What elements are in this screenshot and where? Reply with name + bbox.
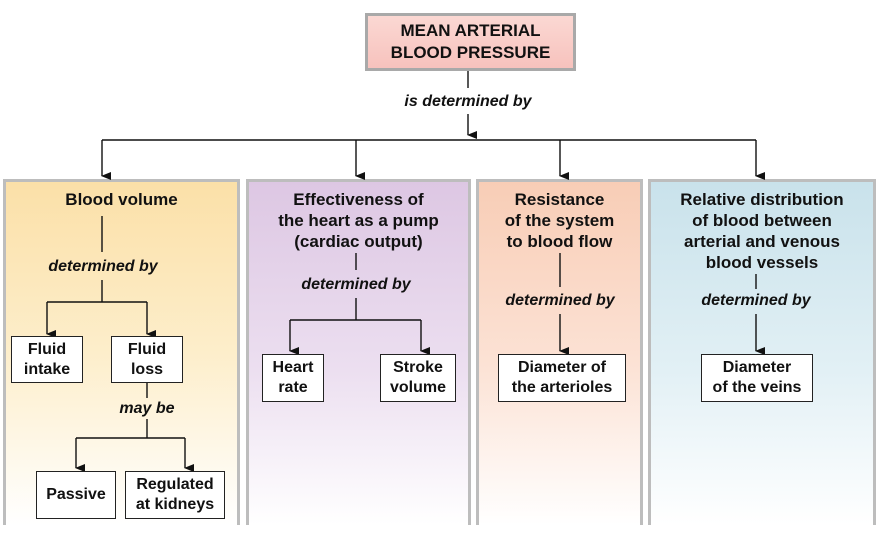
box-line: Passive — [46, 486, 106, 503]
col1-sub-connector: may be — [119, 400, 175, 417]
col2-connector: determined by — [301, 276, 411, 293]
box-line: Stroke — [393, 359, 443, 376]
col2-heading-line: Effectiveness of — [293, 190, 424, 209]
title-line-2: BLOOD PRESSURE — [390, 43, 551, 62]
regulated-at-kidneys-box: Regulated at kidneys — [125, 471, 225, 519]
top-connector-label: is determined by — [404, 93, 532, 110]
title-line-1: MEAN ARTERIAL — [400, 21, 541, 40]
col3-connector: determined by — [505, 292, 615, 309]
arterioles-box: Diameter of the arterioles — [498, 354, 626, 402]
col3-heading-line: of the system — [504, 211, 615, 230]
col2-heading-line: the heart as a pump — [278, 211, 439, 230]
box-line: Regulated — [136, 476, 214, 493]
box-line: volume — [389, 379, 446, 396]
col1-connector: determined by — [48, 258, 158, 275]
box-line: rate — [278, 379, 308, 396]
col1-heading: Blood volume — [3, 189, 240, 210]
col2-heading-line: (cardiac output) — [294, 232, 423, 251]
box-line: of the veins — [712, 379, 802, 396]
col4-connector: determined by — [701, 292, 811, 309]
box-line: intake — [23, 360, 71, 378]
box-line: Fluid — [27, 340, 67, 358]
box-line: Diameter — [722, 359, 792, 376]
box-line: Fluid — [127, 340, 167, 358]
fluid-intake-box: Fluid intake — [11, 336, 83, 383]
box-line: loss — [130, 360, 163, 378]
col4-heading-line: arterial and venous — [684, 232, 840, 251]
heart-rate-box: Heart rate — [262, 354, 324, 402]
stroke-volume-box: Stroke volume — [380, 354, 456, 402]
col4-heading: Relative distribution of blood between a… — [648, 189, 876, 273]
box-line: at kidneys — [135, 496, 215, 513]
col4-heading-line: blood vessels — [705, 253, 819, 272]
col4-heading-line: of blood between — [692, 211, 832, 230]
col1-heading-line: Blood volume — [65, 190, 178, 209]
col3-heading-line: to blood flow — [506, 232, 613, 251]
title-box: MEAN ARTERIAL BLOOD PRESSURE — [365, 13, 576, 71]
passive-box: Passive — [36, 471, 116, 519]
col4-heading-line: Relative distribution — [680, 190, 844, 209]
column-cardiac-output — [246, 179, 471, 525]
fluid-loss-box: Fluid loss — [111, 336, 183, 383]
col3-heading-line: Resistance — [514, 190, 605, 209]
box-line: Diameter of — [517, 359, 606, 376]
col3-heading: Resistance of the system to blood flow — [476, 189, 643, 252]
box-line: Heart — [272, 359, 314, 376]
col2-heading: Effectiveness of the heart as a pump (ca… — [246, 189, 471, 252]
box-line: the arterioles — [511, 379, 613, 396]
veins-box: Diameter of the veins — [701, 354, 813, 402]
